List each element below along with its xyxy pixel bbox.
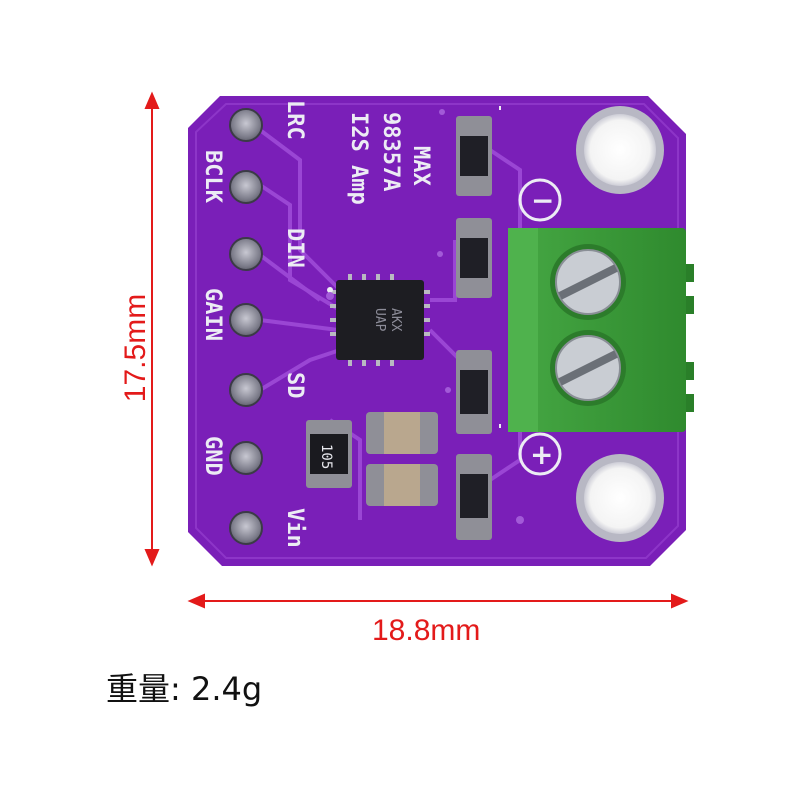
width-dimension-label: 18.8mm <box>372 614 481 647</box>
polarity-marks: − + <box>499 106 562 476</box>
weight-value: 2.4g <box>190 670 263 708</box>
chip-marking-2: UAP <box>372 308 387 332</box>
smd-capacitors <box>456 116 492 540</box>
vias <box>326 109 524 524</box>
resistor: 105 <box>306 420 352 488</box>
pin-header <box>229 108 263 545</box>
pin-label-din: DIN <box>282 228 307 268</box>
chip-title-line-3: I2S Amp <box>346 112 371 205</box>
pin-label-lrc: LRC <box>282 100 307 140</box>
chip-title-line-2: 98357A <box>378 112 403 191</box>
pin-label-vin: Vin <box>282 508 307 548</box>
polarity-plus: + <box>530 438 553 471</box>
pin-label-gain: GAIN <box>200 288 225 341</box>
polarity-minus: − <box>531 184 554 217</box>
chip-title-line-1: MAX <box>408 146 433 186</box>
weight-label: 重量: <box>106 670 181 708</box>
weight-line: 重量: 2.4g <box>106 664 262 710</box>
amplifier-chip: AKX UAP <box>327 274 430 366</box>
ceramic-capacitors <box>366 412 438 506</box>
pin-label-bclk: BCLK <box>200 150 225 204</box>
pin-label-sd: SD <box>282 372 307 399</box>
screw-bottom <box>550 330 626 406</box>
screw-terminal <box>508 228 694 432</box>
resistor-code: 105 <box>318 444 334 469</box>
chip-marking-1: AKX <box>388 308 403 332</box>
pin-label-gnd: GND <box>200 436 225 476</box>
mounting-holes <box>576 106 664 542</box>
screw-top <box>550 244 626 320</box>
